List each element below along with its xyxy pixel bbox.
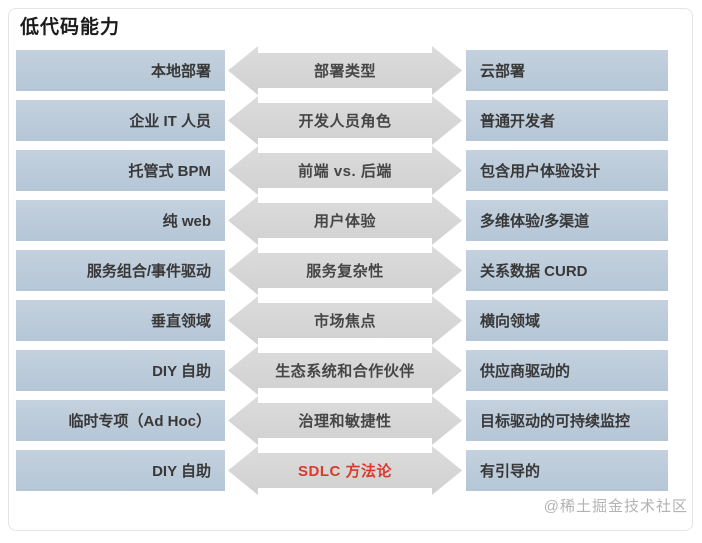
traditional-capability-box: 关系数据 CURD	[466, 250, 668, 291]
lowcode-capability-box: 服务组合/事件驱动	[16, 250, 225, 291]
traditional-capability-box: 目标驱动的可持续监控	[466, 400, 668, 441]
lowcode-capability-box: 企业 IT 人员	[16, 100, 225, 141]
traditional-capability-box: 有引导的	[466, 450, 668, 491]
traditional-capability-box: 云部署	[466, 50, 668, 91]
lowcode-capability-box: 托管式 BPM	[16, 150, 225, 191]
dimension-label: 前端 vs. 后端	[298, 163, 392, 180]
double-arrow: 服务复杂性	[228, 246, 462, 295]
dimension-label: 市场焦点	[313, 313, 376, 330]
lowcode-capability-box: DIY 自助	[16, 450, 225, 491]
traditional-capability-box: 包含用户体验设计	[466, 150, 668, 191]
dimension-label: 部署类型	[313, 63, 376, 80]
dimension-label: 服务复杂性	[306, 263, 384, 280]
capability-row: DIY 自助 SDLC 方法论 有引导的	[0, 450, 702, 491]
dimension-label: 开发人员角色	[298, 113, 392, 130]
traditional-capability-box: 多维体验/多渠道	[466, 200, 668, 241]
watermark: @稀土掘金技术社区	[543, 498, 688, 515]
double-arrow: 治理和敏捷性	[228, 396, 462, 445]
traditional-capability-box: 横向领域	[466, 300, 668, 341]
page-title: 低代码能力	[20, 17, 121, 38]
traditional-capability-box: 普通开发者	[466, 100, 668, 141]
double-arrow: 部署类型	[228, 46, 462, 95]
double-arrow: 生态系统和合作伙伴	[228, 346, 462, 395]
lowcode-capability-box: 垂直领域	[16, 300, 225, 341]
double-arrow: 开发人员角色	[228, 96, 462, 145]
double-arrow: 市场焦点	[228, 296, 462, 345]
dimension-label: 治理和敏捷性	[298, 413, 392, 430]
capability-row: 本地部署 部署类型 云部署	[0, 50, 702, 91]
lowcode-capability-box: 本地部署	[16, 50, 225, 91]
capability-row: 企业 IT 人员 开发人员角色 普通开发者	[0, 100, 702, 141]
double-arrow: 用户体验	[228, 196, 462, 245]
double-arrow: 前端 vs. 后端	[228, 146, 462, 195]
capability-row: 临时专项（Ad Hoc） 治理和敏捷性 目标驱动的可持续监控	[0, 400, 702, 441]
double-arrow: SDLC 方法论	[228, 446, 462, 495]
dimension-label: 生态系统和合作伙伴	[275, 363, 415, 380]
lowcode-capability-box: 临时专项（Ad Hoc）	[16, 400, 225, 441]
capability-row: 纯 web 用户体验 多维体验/多渠道	[0, 200, 702, 241]
dimension-label-highlighted: SDLC 方法论	[297, 463, 392, 480]
capability-row: 托管式 BPM 前端 vs. 后端 包含用户体验设计	[0, 150, 702, 191]
capability-row: 服务组合/事件驱动 服务复杂性 关系数据 CURD	[0, 250, 702, 291]
lowcode-capability-box: DIY 自助	[16, 350, 225, 391]
capability-row: 垂直领域 市场焦点 横向领域	[0, 300, 702, 341]
lowcode-capability-box: 纯 web	[16, 200, 225, 241]
capability-row: DIY 自助 生态系统和合作伙伴 供应商驱动的	[0, 350, 702, 391]
traditional-capability-box: 供应商驱动的	[466, 350, 668, 391]
dimension-label: 用户体验	[313, 213, 376, 230]
